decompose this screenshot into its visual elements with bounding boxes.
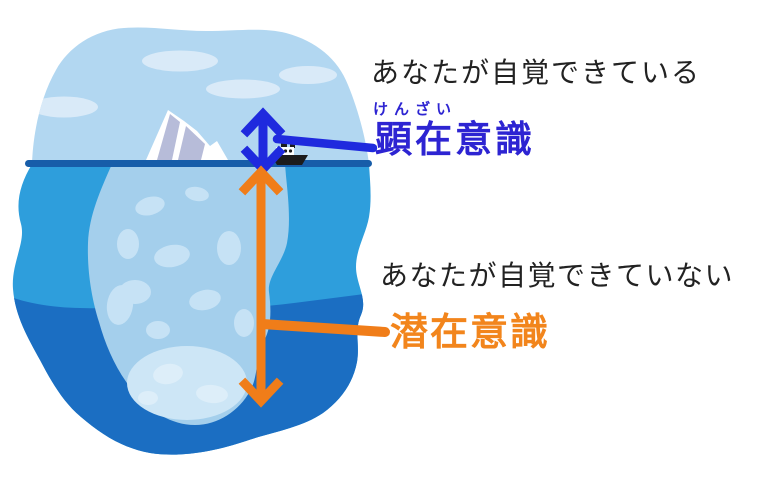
waterline bbox=[25, 160, 372, 167]
underwater-iceberg bbox=[87, 164, 289, 425]
cloud-icon bbox=[279, 66, 337, 84]
cloud-icon bbox=[206, 79, 280, 99]
iceberg-bottom-highlights bbox=[138, 363, 228, 405]
conscious-description: あなたが自覚できている bbox=[371, 56, 702, 89]
conscious-furigana: けんざい bbox=[373, 100, 458, 118]
cloud-icon bbox=[32, 96, 98, 118]
cloud-icon bbox=[142, 50, 218, 72]
iceberg-peak bbox=[146, 110, 228, 160]
sky bbox=[32, 27, 369, 165]
iceberg-bottom-light-area bbox=[127, 346, 247, 420]
subconscious-label: 潜在意識 bbox=[390, 310, 551, 354]
peak-shadow-facet bbox=[157, 114, 180, 160]
iceberg-texture-patches bbox=[106, 186, 254, 339]
subconscious-description: あなたが自覚できていない bbox=[380, 259, 735, 292]
conscious-connector-line bbox=[272, 134, 378, 153]
peak-shadow-facet bbox=[178, 126, 205, 160]
subconscious-range-arrow-icon bbox=[238, 165, 284, 408]
clouds bbox=[32, 50, 337, 118]
subconscious-connector-line bbox=[257, 319, 390, 337]
conscious-label: 顕在意識 bbox=[375, 118, 535, 161]
